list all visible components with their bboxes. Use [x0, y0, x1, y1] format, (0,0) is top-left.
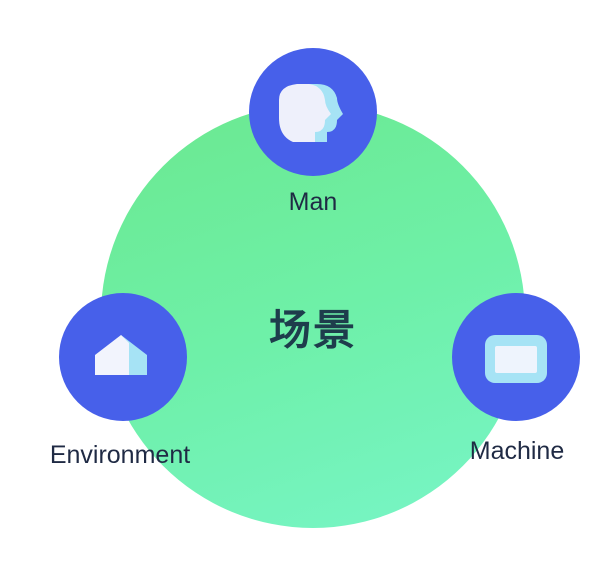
machine-node: [452, 293, 580, 421]
person-head-icon: [279, 84, 343, 142]
environment-label: Environment: [49, 441, 191, 469]
man-node: [249, 48, 377, 176]
environment-node: [59, 293, 187, 421]
house-icon: [95, 335, 147, 375]
screen-icon: [485, 335, 547, 383]
man-label: Man: [288, 188, 338, 216]
center-label: 场景: [268, 305, 358, 355]
machine-label: Machine: [469, 437, 565, 465]
